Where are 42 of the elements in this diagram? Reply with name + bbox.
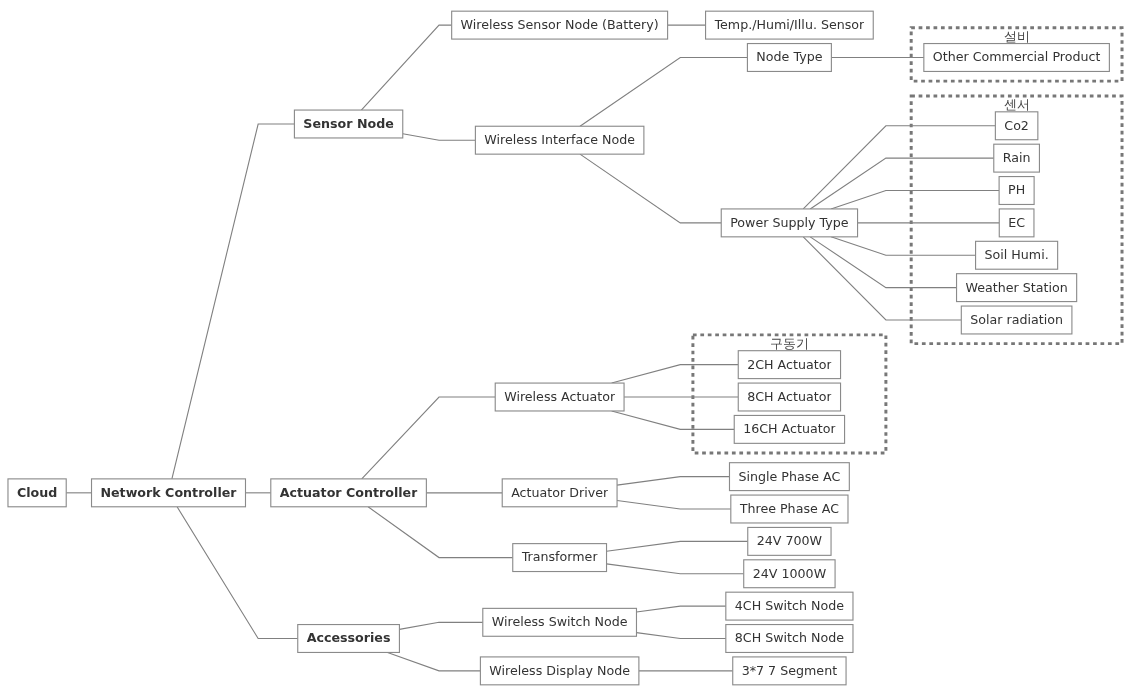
node-box: Wireless Switch Node <box>482 607 638 637</box>
node-box: Wireless Display Node <box>479 656 640 686</box>
node-box: 24V 700W <box>747 526 832 556</box>
node-box: Wireless Actuator <box>494 382 625 412</box>
node-box: 2CH Actuator <box>737 350 842 380</box>
node-box: Temp./Humi/Illu. Sensor <box>705 10 874 40</box>
connector <box>802 125 996 210</box>
node-box: Weather Station <box>956 273 1078 303</box>
node-box: Wireless Interface Node <box>474 125 645 155</box>
connector <box>387 651 481 672</box>
node-box: Single Phase AC <box>728 462 850 492</box>
connector <box>579 56 748 127</box>
node-box: 8CH Switch Node <box>725 624 854 653</box>
node-box: PH <box>998 176 1035 206</box>
node-box: Power Supply Type <box>720 208 859 238</box>
node-box: Actuator Driver <box>501 478 618 508</box>
node-box: Actuator Controller <box>270 478 427 508</box>
node-box: Accessories <box>297 624 400 653</box>
node-box: Node Type <box>746 43 832 72</box>
connector <box>402 133 476 141</box>
node-box: Other Commercial Product <box>923 43 1110 72</box>
node-box: Wireless Sensor Node (Battery) <box>451 10 669 40</box>
connector <box>579 153 722 224</box>
connector <box>171 123 295 480</box>
node-box: EC <box>998 208 1035 238</box>
connector <box>361 396 496 480</box>
node-box: Soil Humi. <box>975 240 1059 270</box>
node-box: Rain <box>993 143 1040 173</box>
node-box: Network Controller <box>90 478 247 508</box>
node-box: 3*7 7 Segment <box>732 656 847 686</box>
node-box: Three Phase AC <box>730 494 849 524</box>
connector <box>857 222 1000 224</box>
node-box: 8CH Actuator <box>737 382 842 412</box>
node-box: Sensor Node <box>293 109 404 139</box>
node-box: 24V 1000W <box>743 559 836 589</box>
node-box: 4CH Switch Node <box>725 591 854 621</box>
node-box: 16CH Actuator <box>733 414 846 444</box>
node-box: Transformer <box>512 543 608 573</box>
connector <box>802 236 962 321</box>
node-box: Cloud <box>7 478 67 508</box>
node-box: Co2 <box>994 111 1039 141</box>
node-box: Solar radiation <box>960 305 1073 335</box>
